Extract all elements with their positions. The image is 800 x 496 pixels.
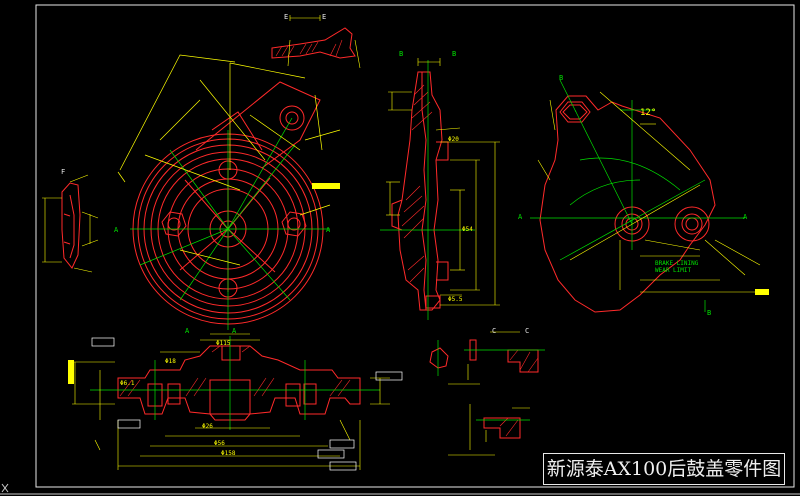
dim-8: Φ26 xyxy=(202,423,213,430)
section-cc-label-right: C xyxy=(525,327,530,335)
dim-1: Φ115 xyxy=(216,340,231,347)
section-aa xyxy=(68,333,403,471)
ucs-icon xyxy=(1,483,9,493)
arm-view-label-top: B xyxy=(559,74,564,82)
hatched-dimension-block xyxy=(312,183,340,189)
dim-4: Φ56 xyxy=(214,440,225,447)
drawing-title-block: 新源泰AX100后鼓盖零件图 xyxy=(543,453,785,485)
arm-dimension-block xyxy=(755,289,769,295)
section-bb-label-right: B xyxy=(452,50,457,58)
drawing-frame xyxy=(35,4,795,488)
section-f xyxy=(42,174,99,273)
section-bb-label-left: B xyxy=(399,50,404,58)
dim-9: Φ54 xyxy=(462,226,473,233)
main-front-view xyxy=(117,54,341,330)
arm-view-label-left: A xyxy=(518,213,523,221)
section-bb xyxy=(380,58,500,320)
detail-views xyxy=(429,331,545,456)
dim-2: Φ158 xyxy=(221,450,236,457)
brake-lining-note: BRAKE LINING xyxy=(655,260,699,267)
main-view-label-right: A xyxy=(326,226,331,234)
arm-view-label-right: A xyxy=(743,213,748,221)
dim-3: Φ20 xyxy=(448,136,459,143)
wear-limit-note: WEAR LIMIT xyxy=(655,267,692,274)
dim-7: Φ5.5 xyxy=(448,296,463,303)
angle-dimension: 12° xyxy=(640,108,657,118)
section-aa-label-left: A xyxy=(185,327,190,335)
dim-5: Φ18 xyxy=(165,358,176,365)
section-ee-label-left: E xyxy=(284,13,289,21)
arm-view-label-bottom: B xyxy=(707,309,712,317)
dim-6: Φ6.1 xyxy=(120,380,135,387)
section-cc-label-left: C xyxy=(492,327,497,335)
aa-dimension-block xyxy=(68,360,74,384)
arm-view xyxy=(530,79,769,313)
section-ee-label-right: E xyxy=(322,13,327,21)
section-ee xyxy=(271,27,356,59)
section-ff-label: F xyxy=(61,168,66,176)
main-view-label-left: A xyxy=(114,226,119,234)
section-aa-label-right: A xyxy=(232,327,237,335)
